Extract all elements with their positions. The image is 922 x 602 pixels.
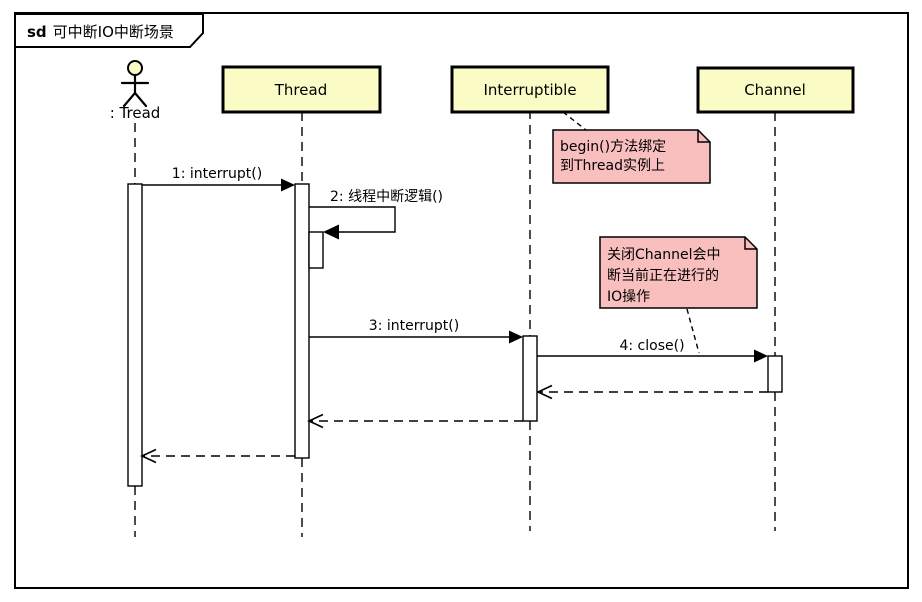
note2-line2: 断当前正在进行的 [607, 267, 719, 284]
note1-connector [562, 111, 587, 131]
frame-title-tab-shape [14, 13, 204, 48]
participant-label-channel: Channel [744, 81, 806, 99]
message-3: 3: interrupt() [309, 318, 523, 344]
message-2-arrowhead-icon [323, 224, 339, 240]
note-begin-binding: begin()方法绑定 到Thread实例上 [552, 129, 711, 184]
participant-box-channel [696, 66, 855, 114]
participant-box-thread [221, 65, 382, 114]
note1-line1: begin()方法绑定 [560, 139, 666, 155]
activation-thread [294, 183, 310, 459]
message-2-label: 2: 线程中断逻辑() [330, 189, 443, 205]
note2-connector [686, 308, 700, 354]
message-2: 2: 线程中断逻辑() [309, 189, 443, 240]
participant-box-interruptible [450, 65, 610, 114]
actor-head-icon [127, 60, 143, 76]
participant-label-thread: Thread [274, 81, 327, 99]
return-3-arrowhead-icon [140, 448, 157, 464]
message-4-arrowhead-icon [754, 349, 768, 363]
actor-figure-icon [120, 73, 150, 108]
note-close-channel: 关闭Channel会中 断当前正在进行的 IO操作 [599, 236, 758, 309]
note1-shape [552, 129, 711, 184]
message-1: 1: interrupt() [142, 166, 295, 192]
activation-channel [767, 355, 783, 393]
frame-title: sd 可中断IO中断场景 [27, 23, 174, 41]
frame-title-text: 可中断IO中断场景 [53, 23, 174, 41]
frame-title-tab: sd 可中断IO中断场景 [14, 13, 204, 48]
participant-channel: Channel [696, 66, 855, 114]
return-3 [140, 448, 295, 464]
frame-keyword: sd [27, 23, 47, 41]
activation-actor [127, 183, 143, 487]
note1-line2: 到Thread实例上 [560, 158, 665, 174]
lifelines [134, 110, 776, 537]
activation-interruptible [522, 335, 538, 422]
message-1-arrowhead-icon [281, 178, 295, 192]
note2-fold-icon [744, 237, 757, 250]
participant-actor: : Tread [110, 60, 161, 122]
return-2 [307, 413, 523, 429]
participant-thread: Thread [221, 65, 382, 114]
note2-line3: IO操作 [607, 289, 650, 305]
message-3-label: 3: interrupt() [369, 318, 459, 334]
return-2-arrowhead-icon [307, 413, 324, 429]
message-4-label: 4: close() [619, 338, 684, 354]
return-1 [536, 384, 768, 400]
actor-label: : Tread [110, 104, 161, 122]
note1-fold-icon [697, 130, 710, 143]
frame-border [14, 12, 909, 589]
return-1-arrowhead-icon [536, 384, 553, 400]
message-4: 4: close() [537, 338, 768, 363]
message-2-line [309, 206, 396, 233]
note2-line1: 关闭Channel会中 [607, 247, 720, 263]
message-1-label: 1: interrupt() [172, 166, 262, 182]
note2-shape [599, 236, 758, 309]
message-3-arrowhead-icon [509, 330, 523, 344]
participant-interruptible: Interruptible [450, 65, 610, 114]
participant-label-interruptible: Interruptible [483, 81, 576, 99]
activation-thread-nested [308, 231, 324, 269]
